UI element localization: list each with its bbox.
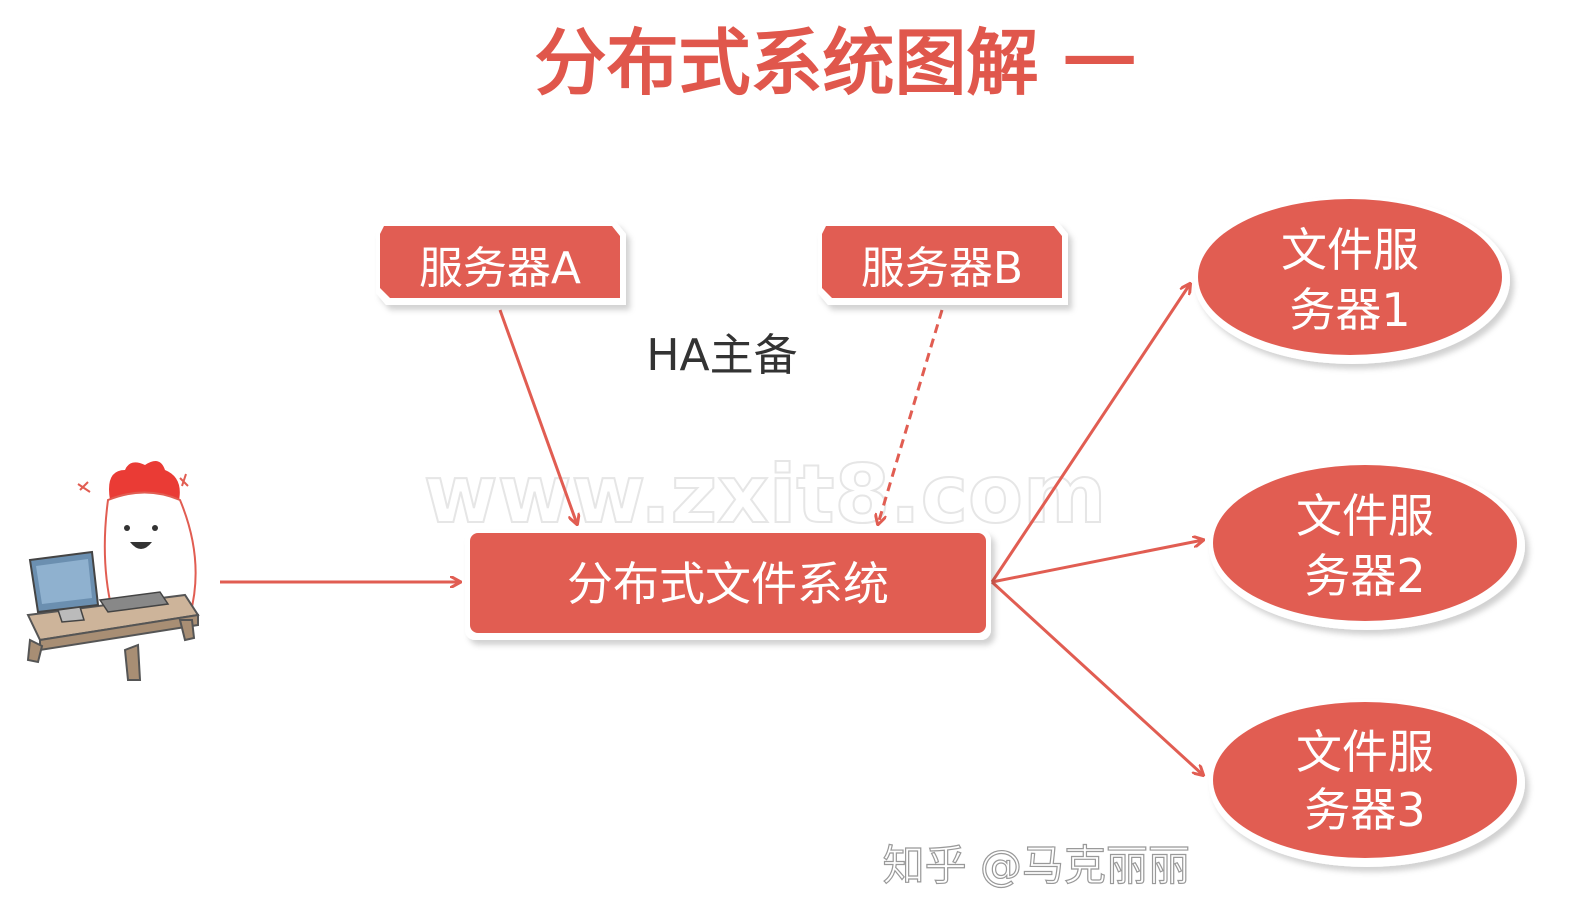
file-server-1-line2: 务器1 xyxy=(1289,283,1410,337)
edge-dfs-fs2 xyxy=(991,540,1203,584)
edge-dfs-fs3 xyxy=(990,580,1203,775)
dfs-label: 分布式文件系统 xyxy=(567,557,889,611)
server-a-node xyxy=(376,222,626,305)
ha-label: HA主备 xyxy=(646,330,797,381)
file-server-3-line2: 务器3 xyxy=(1304,783,1425,837)
server-b-label: 服务器B xyxy=(861,243,1023,294)
site-watermark: www.zxit8.com xyxy=(424,448,1107,541)
cartoon-user-at-computer-icon xyxy=(26,461,200,681)
file-server-2: 文件服 务器2 xyxy=(1209,462,1525,630)
edges xyxy=(220,284,1203,775)
file-server-3: 文件服 务器3 xyxy=(1209,699,1525,867)
file-server-2-line2: 务器2 xyxy=(1304,549,1425,603)
zhihu-watermark: 知乎 @马克丽丽 xyxy=(883,841,1190,890)
edge-server-a-dfs xyxy=(498,309,577,524)
file-server-3-line1: 文件服 xyxy=(1296,725,1434,779)
file-server-1-line1: 文件服 xyxy=(1281,223,1419,277)
page-title: 分布式系统图解 一 xyxy=(534,21,1135,105)
server-a-label: 服务器A xyxy=(419,243,581,294)
server-b-node xyxy=(818,222,1068,305)
file-server-1: 文件服 务器1 xyxy=(1194,196,1510,364)
edge-dfs-fs1 xyxy=(990,284,1190,583)
file-server-2-line1: 文件服 xyxy=(1296,489,1434,543)
edge-server-b-dfs xyxy=(878,309,944,524)
